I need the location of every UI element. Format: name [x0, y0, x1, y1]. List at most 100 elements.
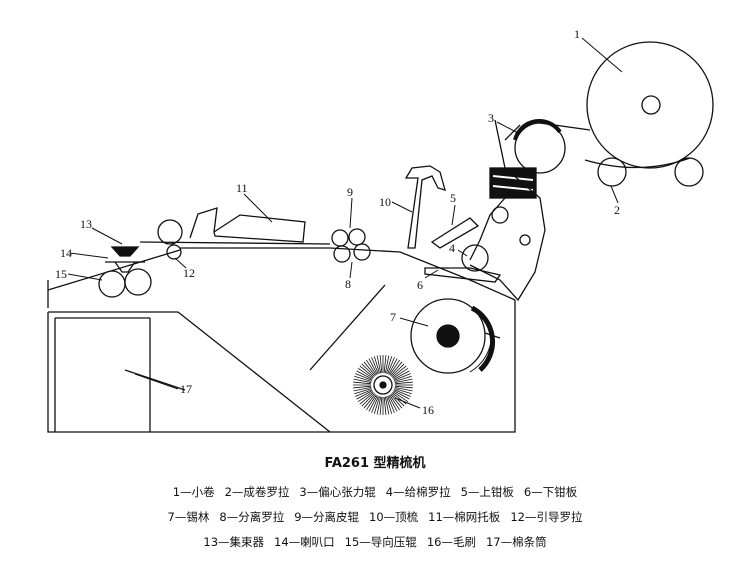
callout-12: 12: [183, 266, 195, 280]
brush-bristle: [368, 395, 378, 412]
callout-11: 11: [236, 181, 248, 195]
brush-bristle: [359, 365, 374, 378]
brush-bristle: [393, 373, 411, 381]
brush: [353, 355, 413, 415]
brush-bristle: [388, 395, 398, 412]
brush-bristle: [392, 368, 409, 379]
brush-bristle: [355, 389, 373, 397]
brush-bristle: [373, 356, 380, 374]
bottom-nipper: [424, 267, 502, 283]
legend-item: 13—集束器: [203, 535, 265, 549]
legend-item: 4—给棉罗拉: [385, 485, 451, 499]
brush-bristle: [394, 385, 413, 389]
eccentric-tension-roller: [504, 118, 591, 174]
cylinder: [410, 298, 501, 374]
brush-bristle: [379, 355, 383, 374]
brush-bristle: [386, 356, 393, 374]
web-support-plate: [189, 207, 306, 243]
callout-10: 10: [379, 195, 391, 209]
brush-bristle: [371, 395, 379, 413]
legend-item: 16—毛刷: [426, 535, 476, 549]
brush-bristle: [371, 357, 379, 375]
brush-bristle: [392, 365, 407, 378]
callout-1: 1: [574, 27, 580, 41]
brush-bristle: [353, 385, 372, 389]
brush-bristle: [394, 381, 413, 385]
brush-bristle: [390, 361, 403, 376]
legend-item: 12—引导罗拉: [510, 510, 583, 524]
brush-bristle: [361, 363, 375, 377]
legend-item: 14—喇叭口: [274, 535, 335, 549]
brush-bristle: [390, 394, 403, 409]
brush-bristle: [389, 394, 400, 411]
brush-bristle: [393, 389, 411, 397]
callout-8: 8: [345, 277, 351, 291]
legend-item: 2—成卷罗拉: [224, 485, 290, 499]
legend-item: 17—棉条筒: [485, 535, 547, 549]
brush-bristle: [359, 392, 374, 405]
brush-bristle: [394, 378, 413, 384]
brush-bristle: [394, 388, 412, 395]
legend-item: 5—上钳板: [460, 485, 514, 499]
brush-bristle: [384, 355, 390, 374]
coiler-can: [124, 369, 186, 391]
brush-bristle: [353, 381, 372, 385]
brush-bristle: [376, 355, 382, 374]
brush-bristle: [387, 395, 395, 413]
callout-numbers: 1 2 3 4 5 6 7 8 9 10 11 12 13 14 15 16 1…: [55, 27, 620, 417]
brush-bristle: [393, 370, 410, 380]
legend-item: 11—棉网托板: [428, 510, 501, 524]
brush-bristle: [389, 359, 400, 376]
brush-bristle: [392, 391, 409, 402]
brush-bristle: [384, 396, 390, 415]
brush-bristle: [353, 386, 372, 392]
legend-item: 8—分离罗拉: [219, 510, 285, 524]
callout-4: 4: [449, 241, 455, 255]
calender-rollers: [98, 268, 152, 298]
brush-bristle: [354, 388, 372, 395]
detaching-rollers: [331, 228, 371, 263]
callout-14: 14: [60, 246, 72, 260]
feed-roller: [461, 244, 489, 272]
callout-15: 15: [55, 267, 67, 281]
nipper-assembly: [469, 119, 546, 302]
brush-bristle: [357, 391, 374, 402]
leader-lines: [67, 37, 623, 409]
legend-item: 7—锡林: [167, 510, 210, 524]
brush-bristle: [391, 363, 405, 377]
callout-2: 2: [614, 203, 620, 217]
brush-bristle: [379, 396, 383, 415]
brush-bristle: [394, 386, 413, 392]
legend-item: 9—分离皮辊: [294, 510, 360, 524]
brush-bristle: [388, 358, 398, 375]
draw-off-rollers: [139, 219, 331, 260]
brush-bristle: [357, 368, 374, 379]
brush-bristle: [368, 358, 378, 375]
condenser-trumpet: [105, 246, 145, 273]
machine-diagram: 1 2 3 4 5 6 7 8 9 10 11 12 13 14 15 16 1…: [47, 27, 714, 433]
brush-bristle: [392, 392, 407, 405]
brush-bristle: [353, 378, 372, 384]
brush-bristle: [363, 394, 376, 409]
brush-bristle: [387, 357, 395, 375]
brush-bristle: [376, 396, 382, 415]
legend-item: 3—偏心张力辊: [299, 485, 376, 499]
brush-bristle: [363, 361, 376, 376]
brush-bristle: [393, 390, 410, 400]
brush-bristle: [354, 375, 372, 382]
brush-bristle: [356, 370, 373, 380]
top-nipper: [430, 217, 480, 249]
brush-bristle: [356, 390, 373, 400]
brush-bristle: [391, 393, 405, 407]
figure-caption: FA261 型精梳机: [324, 456, 426, 471]
top-comb: [404, 165, 446, 249]
brush-bristle: [366, 394, 377, 411]
brush-bristle: [383, 355, 387, 374]
lap-roll: [586, 41, 714, 169]
brush-bristle: [386, 396, 393, 414]
lap-rollers: [584, 157, 704, 187]
callout-5: 5: [450, 191, 456, 205]
